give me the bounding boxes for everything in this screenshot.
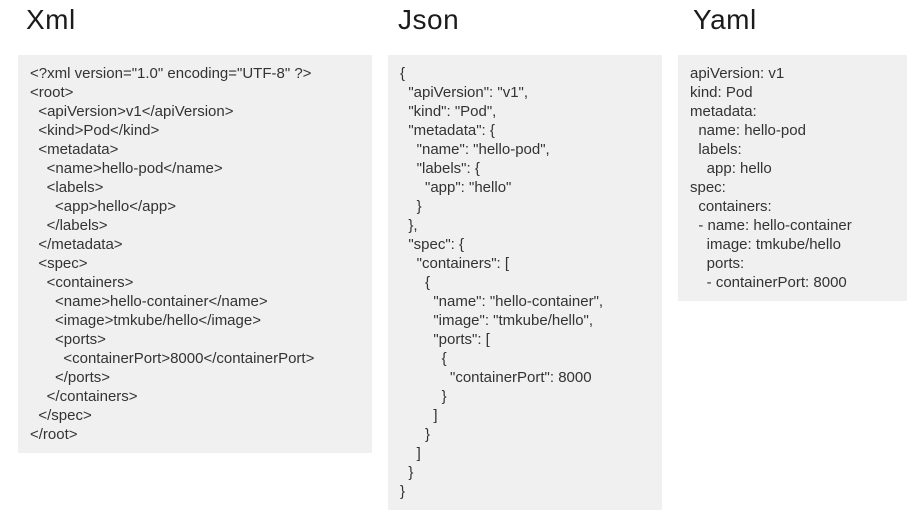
json-panel-title: Json — [398, 4, 460, 35]
xml-panel-title: Xml — [26, 4, 76, 35]
yaml-code-block: apiVersion: v1 kind: Pod metadata: name:… — [678, 55, 907, 301]
yaml-panel-title: Yaml — [693, 4, 757, 35]
xml-code-block: <?xml version="1.0" encoding="UTF-8" ?> … — [18, 55, 372, 453]
json-code-block: { "apiVersion": "v1", "kind": "Pod", "me… — [388, 55, 662, 510]
